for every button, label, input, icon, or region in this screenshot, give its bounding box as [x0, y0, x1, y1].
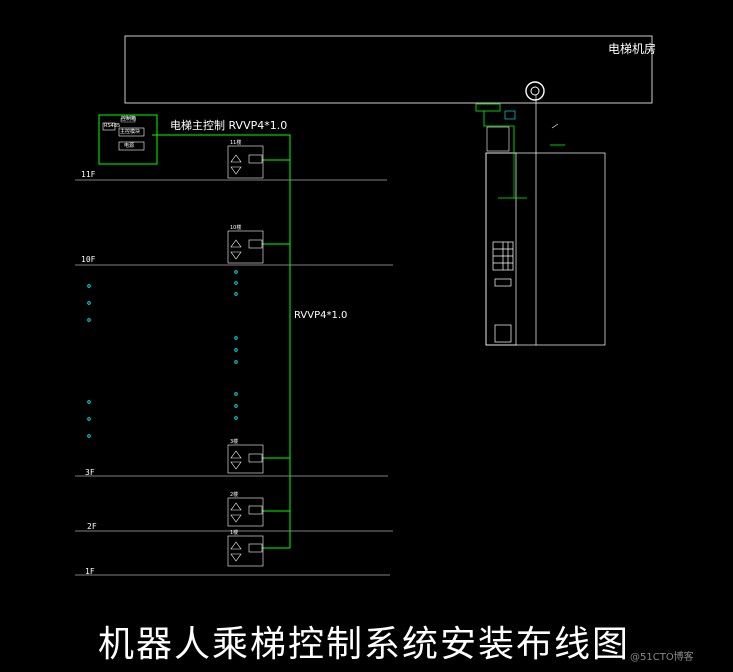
diagram-title: 机器人乘梯控制系统安装布线图 [98, 624, 631, 665]
riser-cable [152, 134, 291, 549]
hall-panel-3f [227, 444, 264, 474]
control-box-module-a: RS485 [104, 123, 121, 129]
control-box-module-c: 电源 [124, 143, 135, 149]
cable-label-top: 电梯主控制 RVVP4*1.0 [170, 119, 288, 132]
floor-label-11f: 11F [81, 170, 96, 179]
hall-panel-11f [227, 145, 264, 179]
floor-lines [75, 179, 393, 576]
watermark: @51CTO博客 [630, 652, 694, 663]
panel-label-1f: 1楼 [230, 530, 239, 536]
control-box-module-b: 主控模块 [120, 129, 141, 135]
panel-label-10f: 10楼 [230, 225, 242, 231]
floor-label-1f: 1F [85, 567, 95, 576]
ellipsis-dots [87, 270, 238, 438]
control-box-title: 控制箱 [121, 116, 137, 122]
machine-room-label: 电梯机房 [608, 42, 657, 56]
elevator-shaft [485, 95, 606, 346]
control-box [98, 114, 158, 165]
hall-panel-1f [227, 535, 264, 567]
floor-label-10f: 10F [81, 255, 96, 264]
panel-label-2f: 2楼 [230, 492, 239, 498]
floor-label-3f: 3F [85, 468, 95, 477]
panel-label-3f: 3楼 [230, 439, 239, 445]
hall-panel-2f [227, 497, 264, 527]
machine-room-box [124, 35, 653, 104]
shaft-top-equipment [475, 103, 565, 199]
hall-call-panels [227, 145, 264, 567]
panel-label-11f: 11楼 [230, 140, 242, 146]
cable-label-riser: RVVP4*1.0 [294, 310, 348, 321]
traction-sheave [525, 81, 545, 101]
hall-panel-10f [227, 230, 264, 264]
floor-label-2f: 2F [87, 522, 97, 531]
